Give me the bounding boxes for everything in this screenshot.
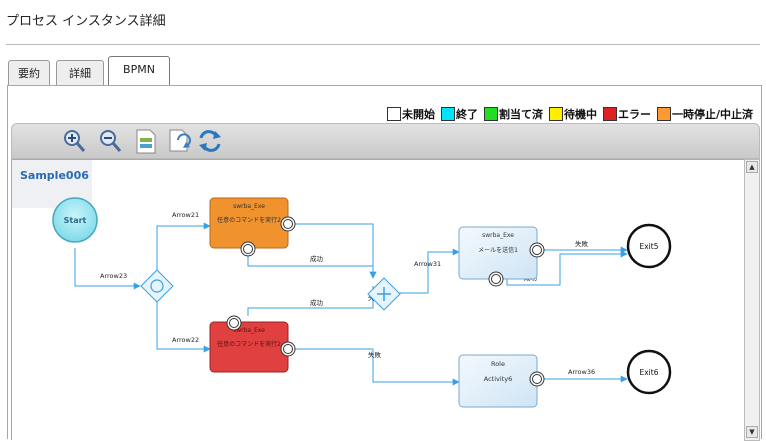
legend-swatch — [548, 107, 563, 121]
bpmn-canvas[interactable]: Sample006 Arrow21 Arrow23 Arrow22 — [11, 159, 745, 440]
legend-swatch — [440, 107, 455, 121]
connector-fail-top — [288, 223, 377, 279]
connector-arrow23 — [74, 248, 141, 290]
legend-label: 一時停止/中止済 — [671, 108, 753, 121]
legend-not-started: 未開始 — [386, 106, 435, 122]
zoom-out-icon — [100, 130, 122, 152]
bpmn-diagram: Sample006 Arrow21 Arrow23 Arrow22 — [12, 160, 672, 408]
task-body: Activity6 — [484, 375, 512, 383]
tab-bpmn[interactable]: BPMN — [108, 56, 170, 85]
connector-success-mail — [506, 250, 628, 286]
boundary-event — [488, 271, 504, 287]
export-icon — [136, 129, 156, 154]
legend-label: 終了 — [455, 108, 478, 121]
label-arrow36: Arrow36 — [568, 368, 595, 376]
boundary-event — [280, 216, 296, 232]
connector-arrow21 — [156, 222, 211, 270]
exit6-label: Exit6 — [640, 368, 659, 377]
label-arrow23: Arrow23 — [100, 272, 127, 280]
end-event-exit5[interactable]: Exit5 — [626, 223, 672, 269]
legend-label: 待機中 — [563, 108, 597, 121]
legend-swatch — [656, 107, 671, 121]
boundary-event — [529, 242, 545, 258]
task-command-top[interactable]: swrba_Exe 任意のコマンドを実行2 — [209, 197, 296, 257]
legend-label: 割当て済 — [498, 108, 543, 121]
task-title: swrba_Exe — [233, 203, 265, 210]
task-body: 任意のコマンドを実行2 — [217, 216, 281, 224]
scroll-up-icon[interactable]: ▲ — [746, 161, 758, 173]
diagram-toolbar — [11, 123, 760, 159]
task-body: 任意のコマンドを実行2 — [217, 340, 281, 348]
legend-waiting: 待機中 — [548, 106, 597, 122]
connector-arrow22 — [156, 302, 211, 353]
parallel-gateway[interactable] — [367, 277, 401, 311]
label-success-2: 成功 — [310, 298, 324, 307]
tab-details[interactable]: 詳細 — [56, 60, 104, 85]
task-body: メールを送信1 — [478, 246, 518, 254]
boundary-event — [280, 341, 296, 357]
boundary-event — [226, 315, 242, 331]
legend-swatch — [483, 107, 498, 121]
task-title: swrba_Exe — [482, 232, 514, 239]
boundary-event — [240, 241, 256, 257]
label-success-1: 成功 — [310, 254, 324, 263]
task-role-activity[interactable]: Role Activity6 — [458, 354, 545, 408]
pool-label: Sample006 — [20, 169, 89, 182]
sync-button[interactable] — [196, 128, 224, 154]
title-divider — [6, 44, 760, 45]
label-arrow22: Arrow22 — [172, 336, 199, 344]
boundary-event — [529, 371, 545, 387]
tab-summary[interactable]: 要約 — [8, 60, 50, 85]
legend-label: エラー — [617, 108, 651, 121]
task-send-mail[interactable]: swrba_Exe メールを送信1 — [458, 226, 545, 287]
legend-swatch — [386, 107, 401, 121]
exit5-label: Exit5 — [640, 242, 659, 251]
legend-label: 未開始 — [401, 108, 435, 121]
start-event[interactable]: Start — [52, 197, 98, 243]
legend-swatch — [602, 107, 617, 121]
connector-success-top — [247, 252, 377, 279]
label-arrow31: Arrow31 — [414, 260, 441, 268]
label-fail-2: 失敗 — [368, 350, 382, 359]
export-button[interactable] — [132, 128, 160, 154]
end-event-exit6[interactable]: Exit6 — [626, 349, 672, 395]
label-fail-3: 失敗 — [575, 239, 589, 248]
zoom-out-button[interactable] — [96, 128, 124, 154]
zoom-in-button[interactable] — [60, 128, 88, 154]
exclusive-gateway[interactable] — [140, 269, 174, 303]
task-command-bottom[interactable]: swrba_Exe 任意のコマンドを実行2 — [209, 315, 296, 373]
task-title: swrba_Exe — [233, 327, 265, 334]
connector-fail-bottom — [288, 348, 460, 386]
bpmn-panel: 未開始 終了 割当て済 待機中 エラー 一時停止/中止済 — [7, 85, 762, 441]
legend-suspended: 一時停止/中止済 — [656, 106, 753, 122]
sync-icon — [199, 130, 221, 152]
start-label: Start — [64, 216, 87, 225]
task-title: Role — [491, 360, 505, 368]
legend-error: エラー — [602, 106, 651, 122]
zoom-in-icon — [64, 130, 86, 152]
connector-arrow31 — [396, 248, 460, 294]
legend-finished: 終了 — [440, 106, 478, 122]
scroll-down-icon[interactable]: ▼ — [746, 426, 758, 438]
refresh-button[interactable] — [166, 128, 194, 154]
page-title: プロセス インスタンス詳細 — [6, 14, 166, 29]
vertical-scrollbar[interactable]: ▲ ▼ — [744, 159, 760, 441]
refresh-icon — [169, 129, 191, 152]
legend-assigned: 割当て済 — [483, 106, 543, 122]
label-arrow21: Arrow21 — [172, 211, 199, 219]
status-legend: 未開始 終了 割当て済 待機中 エラー 一時停止/中止済 — [381, 106, 753, 122]
